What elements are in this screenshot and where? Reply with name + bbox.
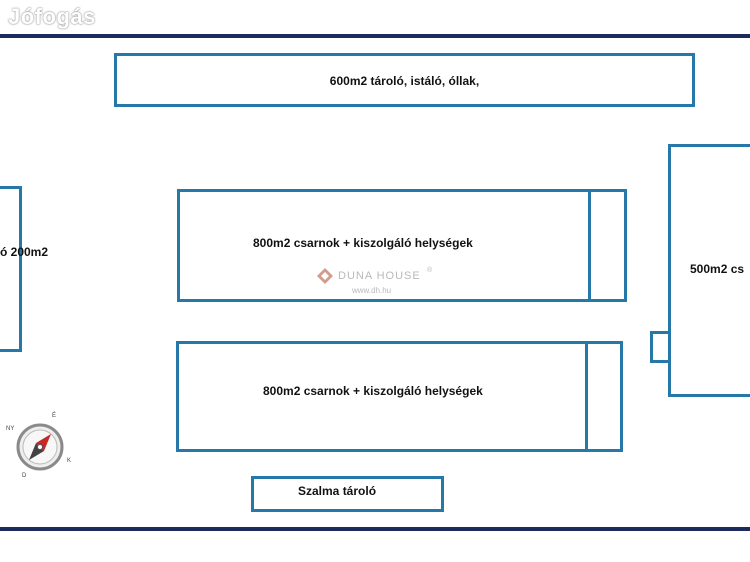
building-500m2 [668,144,750,397]
building-800m2-b: 800m2 csarnok + kiszolgáló helységek [176,341,623,452]
dunahouse-name: DUNA HOUSE [338,270,421,282]
dunahouse-logo-icon [317,268,333,284]
building-800m2-a-divider [588,192,591,299]
dunahouse-url: www.dh.hu [352,286,392,295]
building-800m2-b-label: 800m2 csarnok + kiszolgáló helységek [263,384,483,398]
compass-icon [16,423,64,471]
compass-rose: NY É K D [4,410,80,486]
building-200m2 [0,186,22,352]
compass-e-label: K [67,458,72,464]
jofogas-watermark: Jófogás [8,4,96,29]
dunahouse-watermark: DUNA HOUSE ® www.dh.hu [316,267,456,303]
building-800m2-a: 800m2 csarnok + kiszolgáló helységek [177,189,627,302]
building-200m2-label: ó 200m2 [0,245,49,259]
compass-n-label: É [52,413,57,419]
bottom-border [0,527,750,531]
building-500m2-label: 500m2 cs [690,262,745,276]
building-800m2-b-divider [585,344,588,449]
compass-nw-label: NY [6,426,15,432]
building-800m2-a-label: 800m2 csarnok + kiszolgáló helységek [253,236,473,250]
building-szalma-label: Szalma tároló [298,484,377,498]
compass-s-label: D [22,473,27,479]
building-600m2-label: 600m2 tároló, istáló, óllak, [329,74,480,88]
building-szalma: Szalma tároló [251,476,444,512]
building-500m2-annex [650,331,671,363]
building-600m2: 600m2 tároló, istáló, óllak, [114,53,695,107]
dunahouse-reg-mark: ® [427,267,433,274]
top-border [0,34,750,38]
